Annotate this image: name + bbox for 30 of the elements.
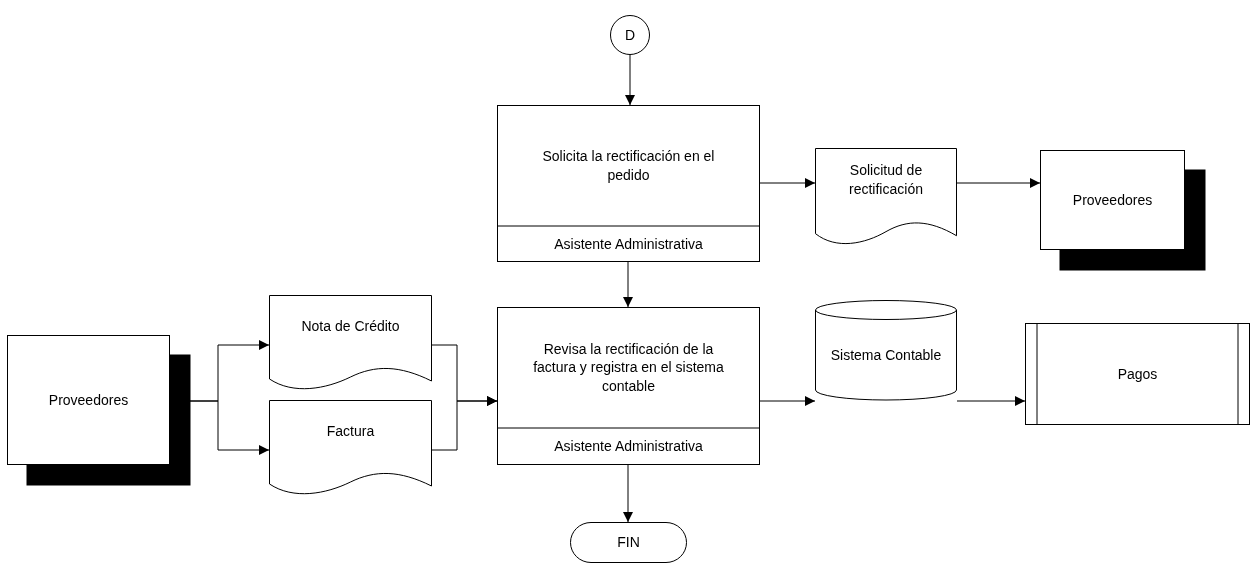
node-label: Pagos [1117,364,1158,384]
arrow [956,396,1026,406]
node-label: Sistema Contable [830,345,942,365]
terminator-shape [570,522,687,563]
node-label: Solicita la rectificación en el pedido [541,147,716,184]
arrow [623,464,633,523]
node-label: Factura [326,421,375,441]
arrow [623,261,633,308]
arrow [759,178,816,188]
predefined-process-box [1025,323,1250,425]
node-label: Nota de Crédito [301,316,400,336]
database-cylinder [815,300,957,400]
node-label: FIN [617,533,640,552]
role-label: Asistente Administrativa [554,234,703,254]
connector-circle [610,15,650,55]
arrow [625,54,635,106]
external-entity-box [1040,150,1205,270]
node-label: Solicitud de rectificación [848,161,924,198]
process-box [497,307,760,465]
arrow [431,396,498,451]
external-entity-box [7,335,190,485]
role-label: Asistente Administrativa [554,437,703,456]
arrow [189,400,270,455]
node-label: Revisa la rectificación de la factura y registra en el sistema contable [532,340,725,395]
process-box [497,105,760,262]
arrow [956,178,1041,188]
arrow [759,396,816,406]
node-label: Proveedores [1072,190,1153,210]
node-label: Proveedores [48,390,129,410]
node-label: D [624,25,636,45]
